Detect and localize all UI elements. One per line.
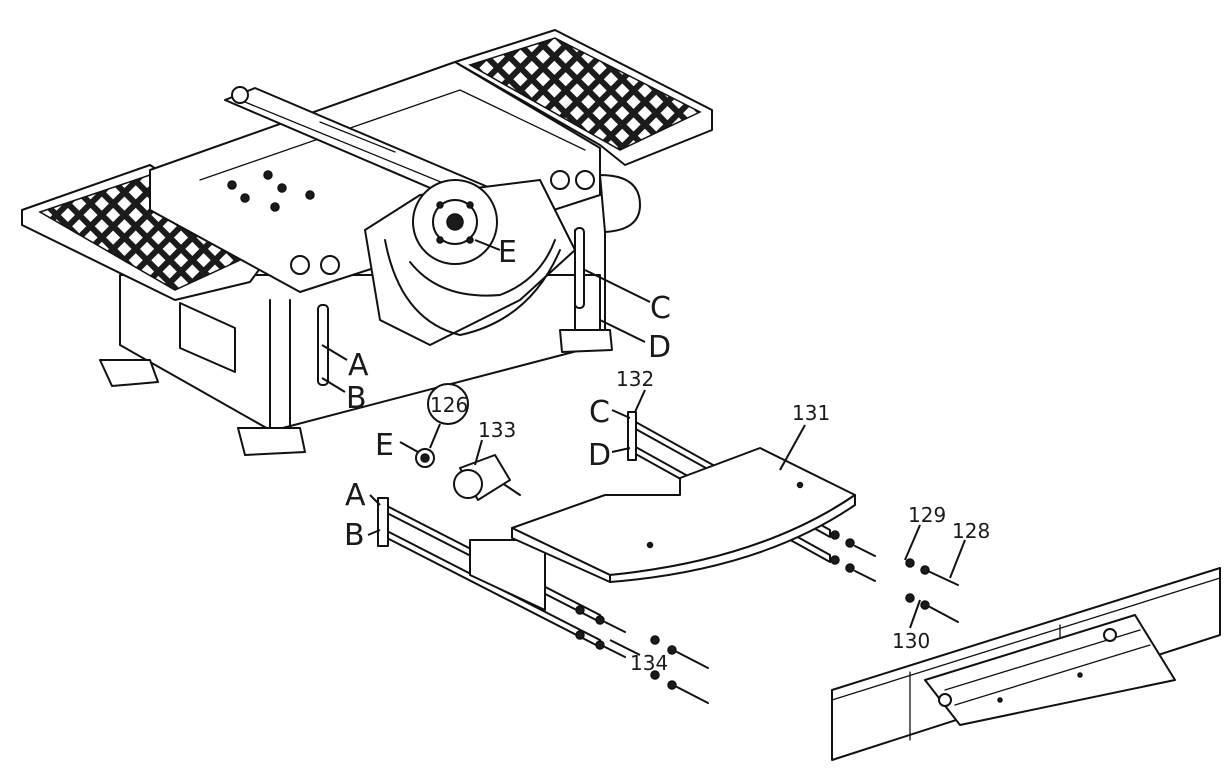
nameplate — [179, 302, 236, 373]
part-126: 126 — [430, 393, 468, 417]
label-e-bottom: E — [375, 428, 394, 463]
part-129: 129 — [908, 503, 946, 527]
part-130: 130 — [892, 629, 930, 653]
machine-assembly — [21, 29, 713, 456]
label-d-bottom: D — [588, 438, 611, 473]
main-table-top — [149, 61, 601, 293]
screws-128-129 — [830, 530, 959, 623]
part-128: 128 — [952, 519, 990, 543]
part-134: 134 — [630, 651, 668, 675]
label-c-bottom: C — [589, 395, 610, 430]
knob-left — [290, 255, 310, 275]
foot-front — [237, 427, 306, 456]
motor-housing — [599, 174, 641, 233]
part-133: 133 — [478, 418, 516, 442]
label-c-top: C — [650, 291, 671, 326]
label-a-bottom: A — [345, 478, 366, 513]
bracket-134 — [377, 497, 389, 547]
screws-134 — [575, 605, 709, 704]
leader-lines — [321, 239, 966, 656]
knob-right — [550, 170, 570, 190]
foot-right — [559, 329, 613, 353]
inset-bracket — [924, 614, 1176, 726]
callout-circle-126 — [427, 383, 469, 425]
extension-table-assembly — [377, 411, 959, 704]
inset-detail — [831, 567, 1221, 761]
label-b-top: B — [346, 381, 367, 416]
label-e-top: E — [498, 235, 517, 270]
foot-left — [99, 359, 159, 387]
callout-labels: A B C D E C D E A B 126 128 129 130 131 … — [344, 235, 990, 675]
right-wing-grid — [468, 37, 702, 151]
slot-cd — [574, 227, 585, 309]
part-131: 131 — [792, 401, 830, 425]
bracket-132 — [627, 411, 637, 461]
chuck-assembly — [415, 448, 521, 501]
label-a-top: A — [348, 348, 369, 383]
part-132: 132 — [616, 367, 654, 391]
label-b-bottom: B — [344, 518, 365, 553]
label-d-top: D — [648, 330, 671, 365]
